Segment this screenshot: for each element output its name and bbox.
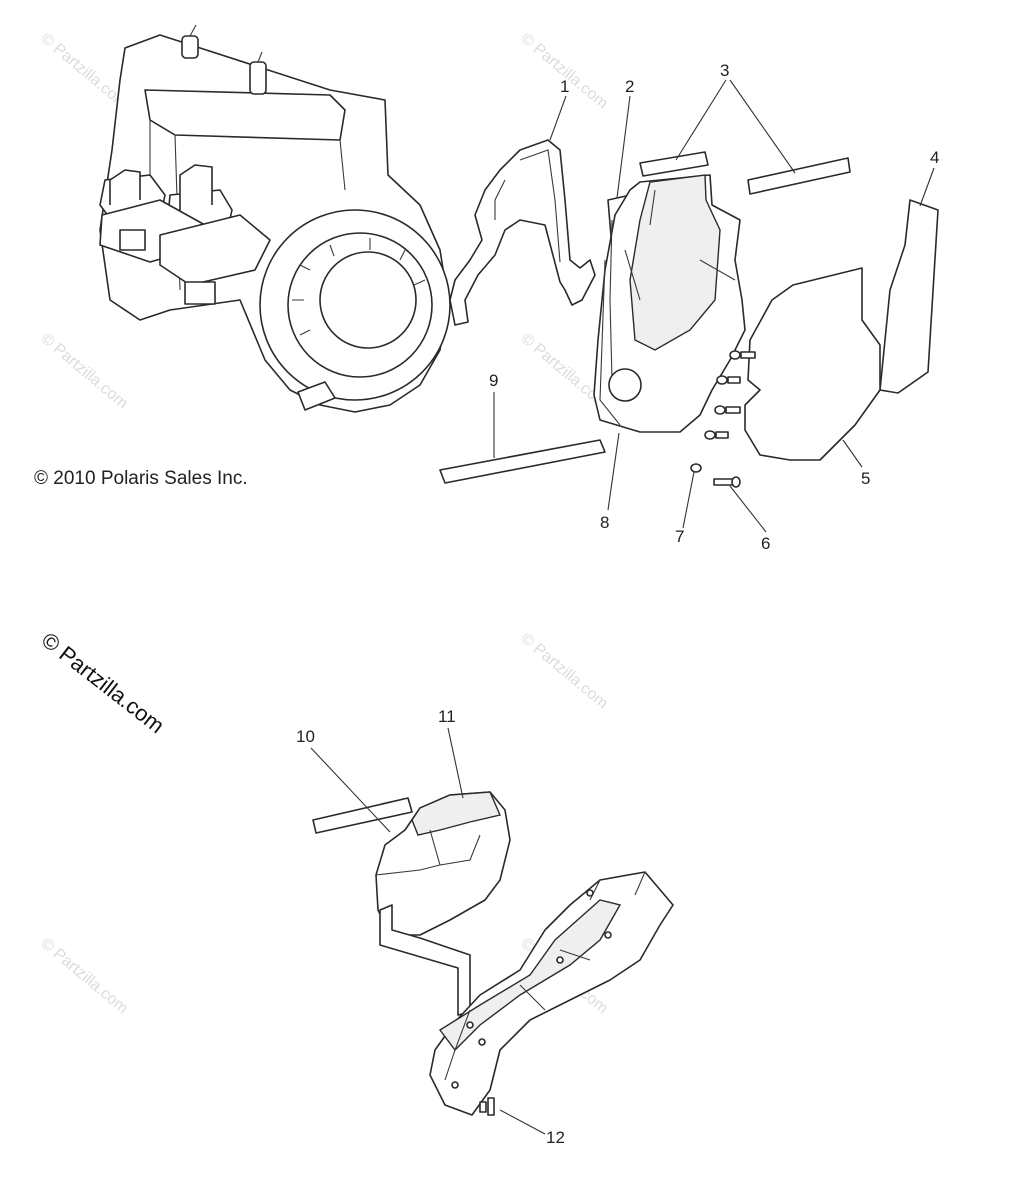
engine-illustration: [99, 24, 451, 413]
callout-7: 7: [675, 527, 684, 546]
callout-2: 2: [625, 77, 634, 96]
callout-3: 3: [720, 61, 729, 80]
part-9-foam-bar: [439, 439, 606, 484]
callout-10: 10: [296, 727, 315, 746]
callout-4: 4: [930, 148, 939, 167]
callout-labels: 1 2 3 4 5 6 7 8 9 10 11 12: [296, 61, 939, 1147]
brand-watermark: © Partzilla.com: [37, 627, 169, 738]
callout-5: 5: [861, 469, 870, 488]
part-4-strip: [879, 199, 939, 394]
part-11-intake-box: [375, 791, 511, 936]
watermark: © Partzilla.com: [37, 330, 131, 412]
part-1-seal: [449, 139, 596, 326]
copyright-notice: © 2010 Polaris Sales Inc.: [34, 468, 248, 489]
watermark: © Partzilla.com: [37, 935, 131, 1017]
callout-11: 11: [438, 707, 456, 726]
parts-6-7-bolts-washers: [690, 350, 756, 488]
callout-9: 9: [489, 371, 498, 390]
callout-12: 12: [546, 1128, 565, 1147]
callout-6: 6: [761, 534, 770, 553]
part-12-tunnel-bracket: [379, 871, 674, 1116]
watermark: © Partzilla.com: [517, 630, 611, 712]
part-10-foam-bar: [312, 797, 413, 834]
leader-lines: [310, 79, 935, 1135]
part-8-duct-housing: [593, 174, 746, 433]
callout-1: 1: [560, 77, 569, 96]
part-3-foam-strips: [639, 151, 851, 195]
part-5-cover-panel: [744, 267, 881, 461]
callout-8: 8: [600, 513, 609, 532]
